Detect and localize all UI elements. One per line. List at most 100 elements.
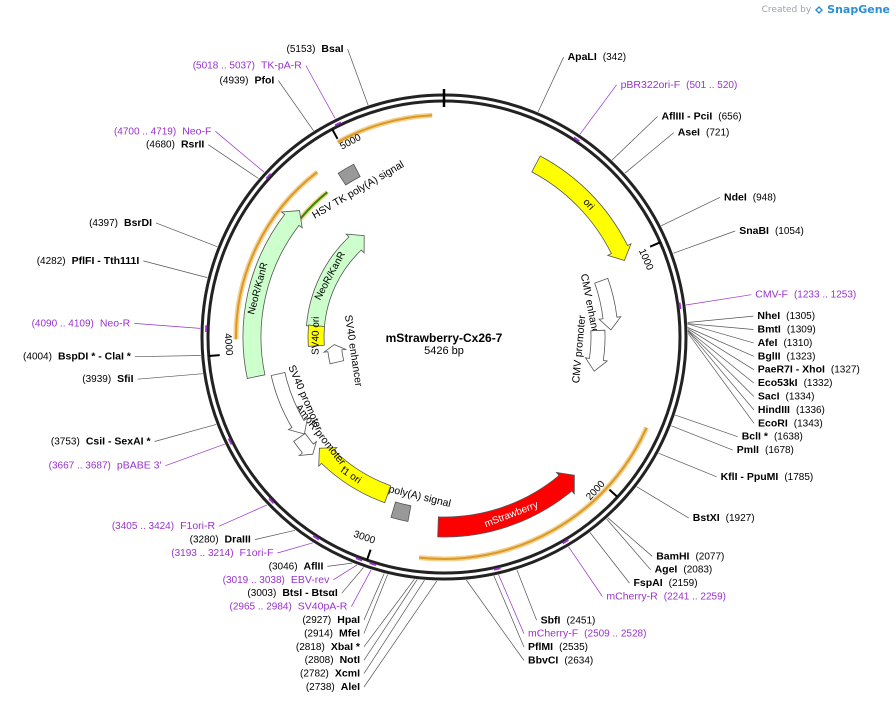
primer-binding-mark [334, 121, 342, 127]
ruler-tick-label: 3000 [352, 529, 377, 547]
site-label-paer7i: PaeR7I - XhoI(1327) [758, 364, 860, 376]
site-leader-line [673, 230, 736, 254]
feature-label: SV40 ori [310, 317, 321, 355]
site-leader-line [611, 116, 658, 161]
site-leader-line [687, 330, 755, 411]
site-leader-line [687, 332, 755, 424]
site-leader-line [155, 222, 218, 248]
primer-label-neo-f: (4700 .. 4719)Neo-F [114, 125, 211, 137]
feature-neor-kanr [306, 233, 365, 328]
orf-arc [337, 114, 433, 143]
primer-binding-mark [312, 535, 320, 541]
site-label-bspdi: (4004)BspDI * - ClaI * [23, 351, 132, 363]
primer-leader-line [218, 504, 268, 527]
site-leader-line [687, 323, 754, 344]
snapgene-credit: Created by SnapGene [762, 3, 890, 16]
site-leader-line [687, 323, 754, 330]
site-leader-line [363, 579, 418, 661]
feature-sv40-promoter [270, 372, 308, 435]
site-label-pflmi: PflMI(2535) [528, 641, 588, 653]
site-leader-line [347, 48, 369, 106]
site-label-hindiii: HindIII(1336) [758, 404, 825, 416]
feature-ori [531, 155, 632, 261]
ruler-tick-label: 4000 [222, 333, 235, 356]
site-label-sbfi: SbfI(2451) [541, 614, 596, 626]
site-label-nhei: NheI(1305) [757, 310, 815, 322]
site-label-pmli: PmlI(1678) [737, 444, 794, 456]
feature-cmv-enhancer [594, 277, 622, 331]
restriction-sites: ApaLI(342)AflIII - PciI(656)AseI(721)Nde… [23, 43, 860, 693]
site-label-eco53ki: Eco53kI(1332) [758, 377, 833, 389]
feature-mstrawberry [437, 471, 575, 538]
site-leader-line [661, 196, 721, 227]
site-label-bamhi: BamHI(2077) [656, 550, 724, 562]
primer-leader-line [134, 323, 201, 329]
site-leader-line [607, 517, 653, 557]
primer-label-neo-r: (4090 .. 4109)Neo-R [32, 317, 131, 329]
ruler-tick [331, 128, 339, 140]
primer-binding-mark [493, 567, 501, 571]
primer-leader-line [685, 294, 752, 306]
site-leader-line [137, 373, 203, 380]
ruler-tick [608, 488, 619, 498]
primer-sites: pBR322ori-F(501 .. 520) CMV-F(1233 .. 125… [32, 60, 857, 640]
primer-binding-mark [268, 497, 275, 504]
site-leader-line [363, 580, 438, 688]
site-label-aflii: (3046)AflII [269, 560, 324, 572]
site-leader-line [154, 424, 217, 442]
site-label-bsai: (5153)BsaI [287, 43, 344, 55]
primer-label-pbr322ori-f: pBR322ori-F(501 .. 520) [621, 79, 738, 91]
site-leader-line [658, 452, 717, 478]
site-leader-line [363, 574, 389, 634]
ruler-tick [649, 241, 661, 248]
site-leader-line [687, 328, 754, 370]
site-label-csii: (3753)CsiI - SexAI * [51, 436, 152, 448]
primer-binding-mark [355, 557, 363, 562]
ruler-tick [208, 354, 220, 357]
orf-arc [234, 171, 318, 340]
site-leader-line [675, 414, 738, 438]
primer-label-tk-pa-r: (5018 .. 5037)TK-pA-R [193, 60, 303, 72]
primer-label-mcherry-f: mCherry-F(2509 .. 2528) [528, 628, 646, 640]
site-leader-line [687, 315, 754, 323]
site-label-kfli: KflI - PpuMI(1785) [721, 471, 814, 483]
site-label-bsrdi: (4397)BsrDI [89, 217, 152, 229]
site-leader-line [624, 132, 675, 174]
site-leader-line [516, 569, 537, 621]
ruler-tick-label: 5000 [338, 132, 363, 152]
site-label-fspai: FspAI(2159) [634, 577, 698, 589]
backbone [200, 89, 688, 581]
site-label-sfii: (3939)SfiI [82, 373, 133, 385]
primer-label-cmv-f: CMV-F(1233 .. 1253) [755, 289, 856, 301]
site-label-pflfi: (4282)PflFI - Tth111I [37, 255, 140, 267]
site-label-bstxi: BstXI(1927) [693, 512, 755, 524]
site-label-saci: SacI(1334) [758, 391, 815, 403]
primer-leader-line [215, 131, 265, 173]
feature-sv40-poly-a-signal [390, 501, 412, 522]
primer-label-f1ori-f: (3193 .. 3214)F1ori-F [171, 547, 273, 559]
site-label-apali: ApaLI(342) [568, 51, 627, 63]
site-leader-line [363, 578, 415, 648]
feature-hsv-tk-poly-a-signal [337, 163, 361, 186]
feature-sv40-enhancer [322, 344, 348, 365]
site-label-bglii: BglII(1323) [758, 350, 816, 362]
feature-neor-kanr [242, 210, 303, 379]
site-label-xcmi: (2782)XcmI [300, 668, 360, 680]
feature-ampr-promoter [293, 432, 318, 457]
site-label-bmti: BmtI(1309) [758, 324, 816, 336]
feature-label: CMV promoter [570, 314, 588, 384]
primer-leader-line [305, 65, 336, 119]
site-label-ndei: NdeI(948) [724, 191, 776, 203]
credit-brand: SnapGene [827, 3, 890, 16]
site-label-ecori: EcoRI(1343) [758, 417, 823, 429]
primer-leader-line [498, 574, 525, 634]
primer-label-ebv-rev: (3019 .. 3038)EBV-rev [223, 574, 331, 586]
site-leader-line [589, 532, 630, 584]
primer-binding-mark [369, 562, 377, 567]
feature-label: SV40 enhancer [342, 314, 365, 388]
site-leader-line [493, 575, 525, 648]
site-label-asei: AseI(721) [678, 127, 730, 139]
site-label-hpai: (2927)HpaI [302, 614, 360, 626]
primer-label-f1ori-r: (3405 .. 3424)F1ori-R [112, 520, 216, 532]
